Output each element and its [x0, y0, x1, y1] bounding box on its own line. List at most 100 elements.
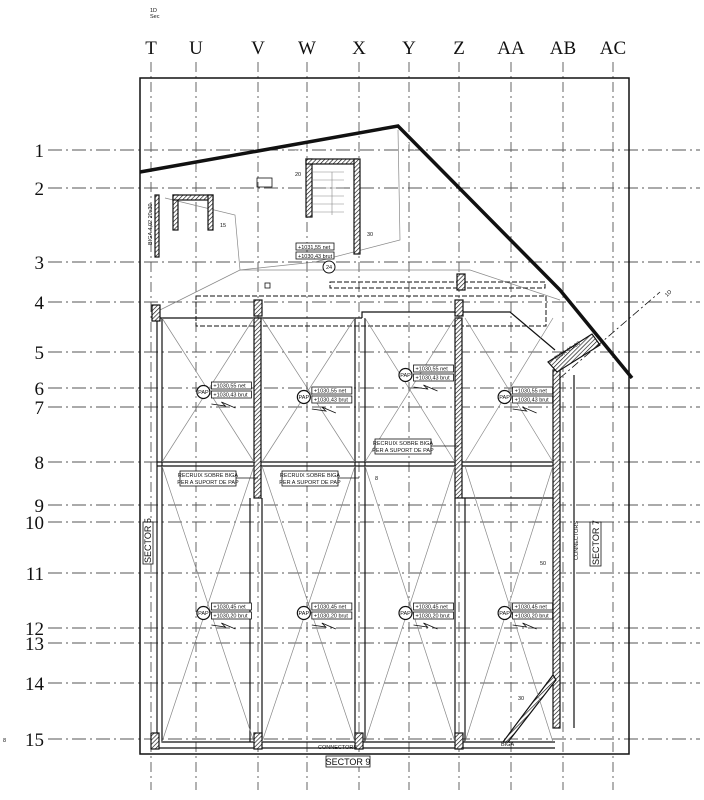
grid-row-label: 11: [26, 564, 44, 585]
perimeter-wall-top: [139, 124, 634, 380]
lift-core-top: [172, 194, 214, 201]
level-brut-label: +1030,20 brut: [213, 614, 248, 620]
stair-treads: [312, 171, 344, 215]
structural-column: [454, 732, 464, 750]
grid-row-label: 6: [35, 379, 45, 400]
pap-marker: [296, 389, 311, 405]
dim-50: 50: [540, 561, 546, 567]
recruix-note-line2: PER A SUPORT DE PAP: [177, 480, 239, 486]
stair-core-right: [353, 158, 361, 255]
diagonal-line: [261, 317, 356, 463]
sector-7: SECTOR 7: [589, 520, 602, 567]
level-brut-label: +1030,20 brut: [314, 614, 349, 620]
grid-column-label: Y: [402, 38, 416, 59]
perimeter-wall-top-inner: [156, 130, 557, 294]
opening: [256, 177, 273, 188]
level-tag-box: [512, 602, 553, 611]
grid-row-label: 2: [35, 179, 45, 200]
dim-30-diag: 30: [518, 696, 524, 702]
slope-arrow-icon: [512, 622, 537, 630]
grid-column-label: AB: [550, 38, 576, 59]
grid-row-label: 4: [35, 293, 45, 314]
level-brut-label: +1030,43 brut: [314, 398, 349, 404]
grid-row-label: 15: [25, 730, 44, 751]
level-tag-box: [210, 381, 252, 390]
level-brut-label: +1030,20 brut: [515, 614, 550, 620]
recruix-note-line2: PER A SUPORT DE PAP: [372, 448, 434, 454]
grid-column-label: Z: [453, 38, 465, 59]
slope-arrow-icon: [211, 401, 236, 409]
grid-row-label: 3: [35, 253, 45, 274]
level-tag-box: [413, 364, 454, 373]
dim-20: 20: [295, 172, 301, 178]
recruix-note-box: [281, 470, 339, 487]
grid-row-label: 13: [25, 634, 44, 655]
grid-row-label: 12: [25, 619, 44, 640]
structural-column: [151, 304, 161, 322]
recruix-note-line1: RECRUIX SOBRE BIGA: [178, 473, 239, 479]
level-net-label: +1030,55 net: [515, 389, 548, 395]
section-mark-left: 8: [3, 738, 6, 744]
level-tag-box: [413, 373, 454, 382]
top-brut-label: +1030,43 brut: [298, 254, 333, 260]
structural-column: [456, 273, 466, 291]
pap-label: PAP: [499, 611, 510, 617]
level-brut-label: +1030,43 brut: [213, 393, 248, 399]
diagonal-line: [161, 465, 255, 743]
slope-arrow-icon: [512, 406, 537, 414]
recruix-note-line1: RECRUIX SOBRE BIGA: [280, 473, 341, 479]
level-net-label: +1030,55 net: [416, 367, 449, 373]
recruix-note-line1: RECRUIX SOBRE BIGA: [373, 441, 434, 447]
pap-marker: [398, 605, 413, 621]
grid-row-label: 1: [35, 141, 45, 162]
connectors-right-label: CONNECTORS: [574, 521, 580, 560]
grid-column-label: X: [352, 38, 366, 59]
grid-row-label: 7: [35, 398, 45, 419]
level-net-label: +1030,55 net: [314, 389, 347, 395]
connectors-label: CONNECTORS: [318, 745, 357, 751]
level-tag-box: [210, 611, 252, 620]
biga-left-label: BIGA 4,02 20x30: [148, 203, 154, 245]
level-brut-label: +1030,43 brut: [416, 376, 451, 382]
level-tag-box: [413, 602, 454, 611]
grid-column-label: U: [189, 38, 203, 59]
pap-marker: [196, 384, 211, 400]
stair-number-circle: [322, 260, 336, 274]
grid-column-label: AC: [600, 38, 626, 59]
recruix-note-line2: PER A SUPORT DE PAP: [279, 480, 341, 486]
section-cut-line: [559, 291, 661, 379]
level-tag-box: [512, 395, 553, 404]
dashed-beam-top: [329, 281, 546, 289]
svg-text:SECTOR 7: SECTOR 7: [591, 520, 601, 565]
diagonal-line: [364, 317, 456, 463]
diagonal-wall: [501, 673, 557, 743]
level-net-label: +1030,45 net: [416, 605, 449, 611]
lift-core-right: [207, 194, 214, 231]
diagonal-line: [364, 465, 456, 743]
level-tag-box: [210, 390, 252, 399]
grid-row-label: 5: [35, 343, 45, 364]
top-net-label: +1031,55 net: [298, 245, 331, 251]
stair-number: 24: [326, 265, 332, 271]
recruix-note-box: [179, 470, 237, 487]
sector-9: SECTOR 9: [326, 755, 370, 768]
level-brut-label: +1030,20 brut: [416, 614, 451, 620]
outer-frame: [139, 77, 630, 755]
grid-column-label: V: [251, 38, 265, 59]
beam-row-4-right: [361, 311, 556, 351]
pap-marker: [196, 605, 211, 621]
level-net-label: +1030,45 net: [213, 605, 246, 611]
pap-label: PAP: [400, 373, 411, 379]
diagonal-line: [464, 317, 554, 463]
grid-column-label: AA: [497, 38, 525, 59]
right-wall: [552, 369, 561, 729]
top-level-tag: +1031,55 net +1030,43 brut: [295, 242, 335, 260]
section-mark-top-sub: Sec: [150, 14, 160, 20]
pap-label: PAP: [198, 611, 209, 617]
pap-label: PAP: [400, 611, 411, 617]
level-tag-box: [311, 611, 353, 620]
dashed-beam: [195, 295, 547, 327]
pap-marker: [398, 367, 413, 383]
svg-text:SECTOR 5: SECTOR 5: [143, 518, 153, 563]
slope-arrow-icon: [311, 406, 337, 414]
